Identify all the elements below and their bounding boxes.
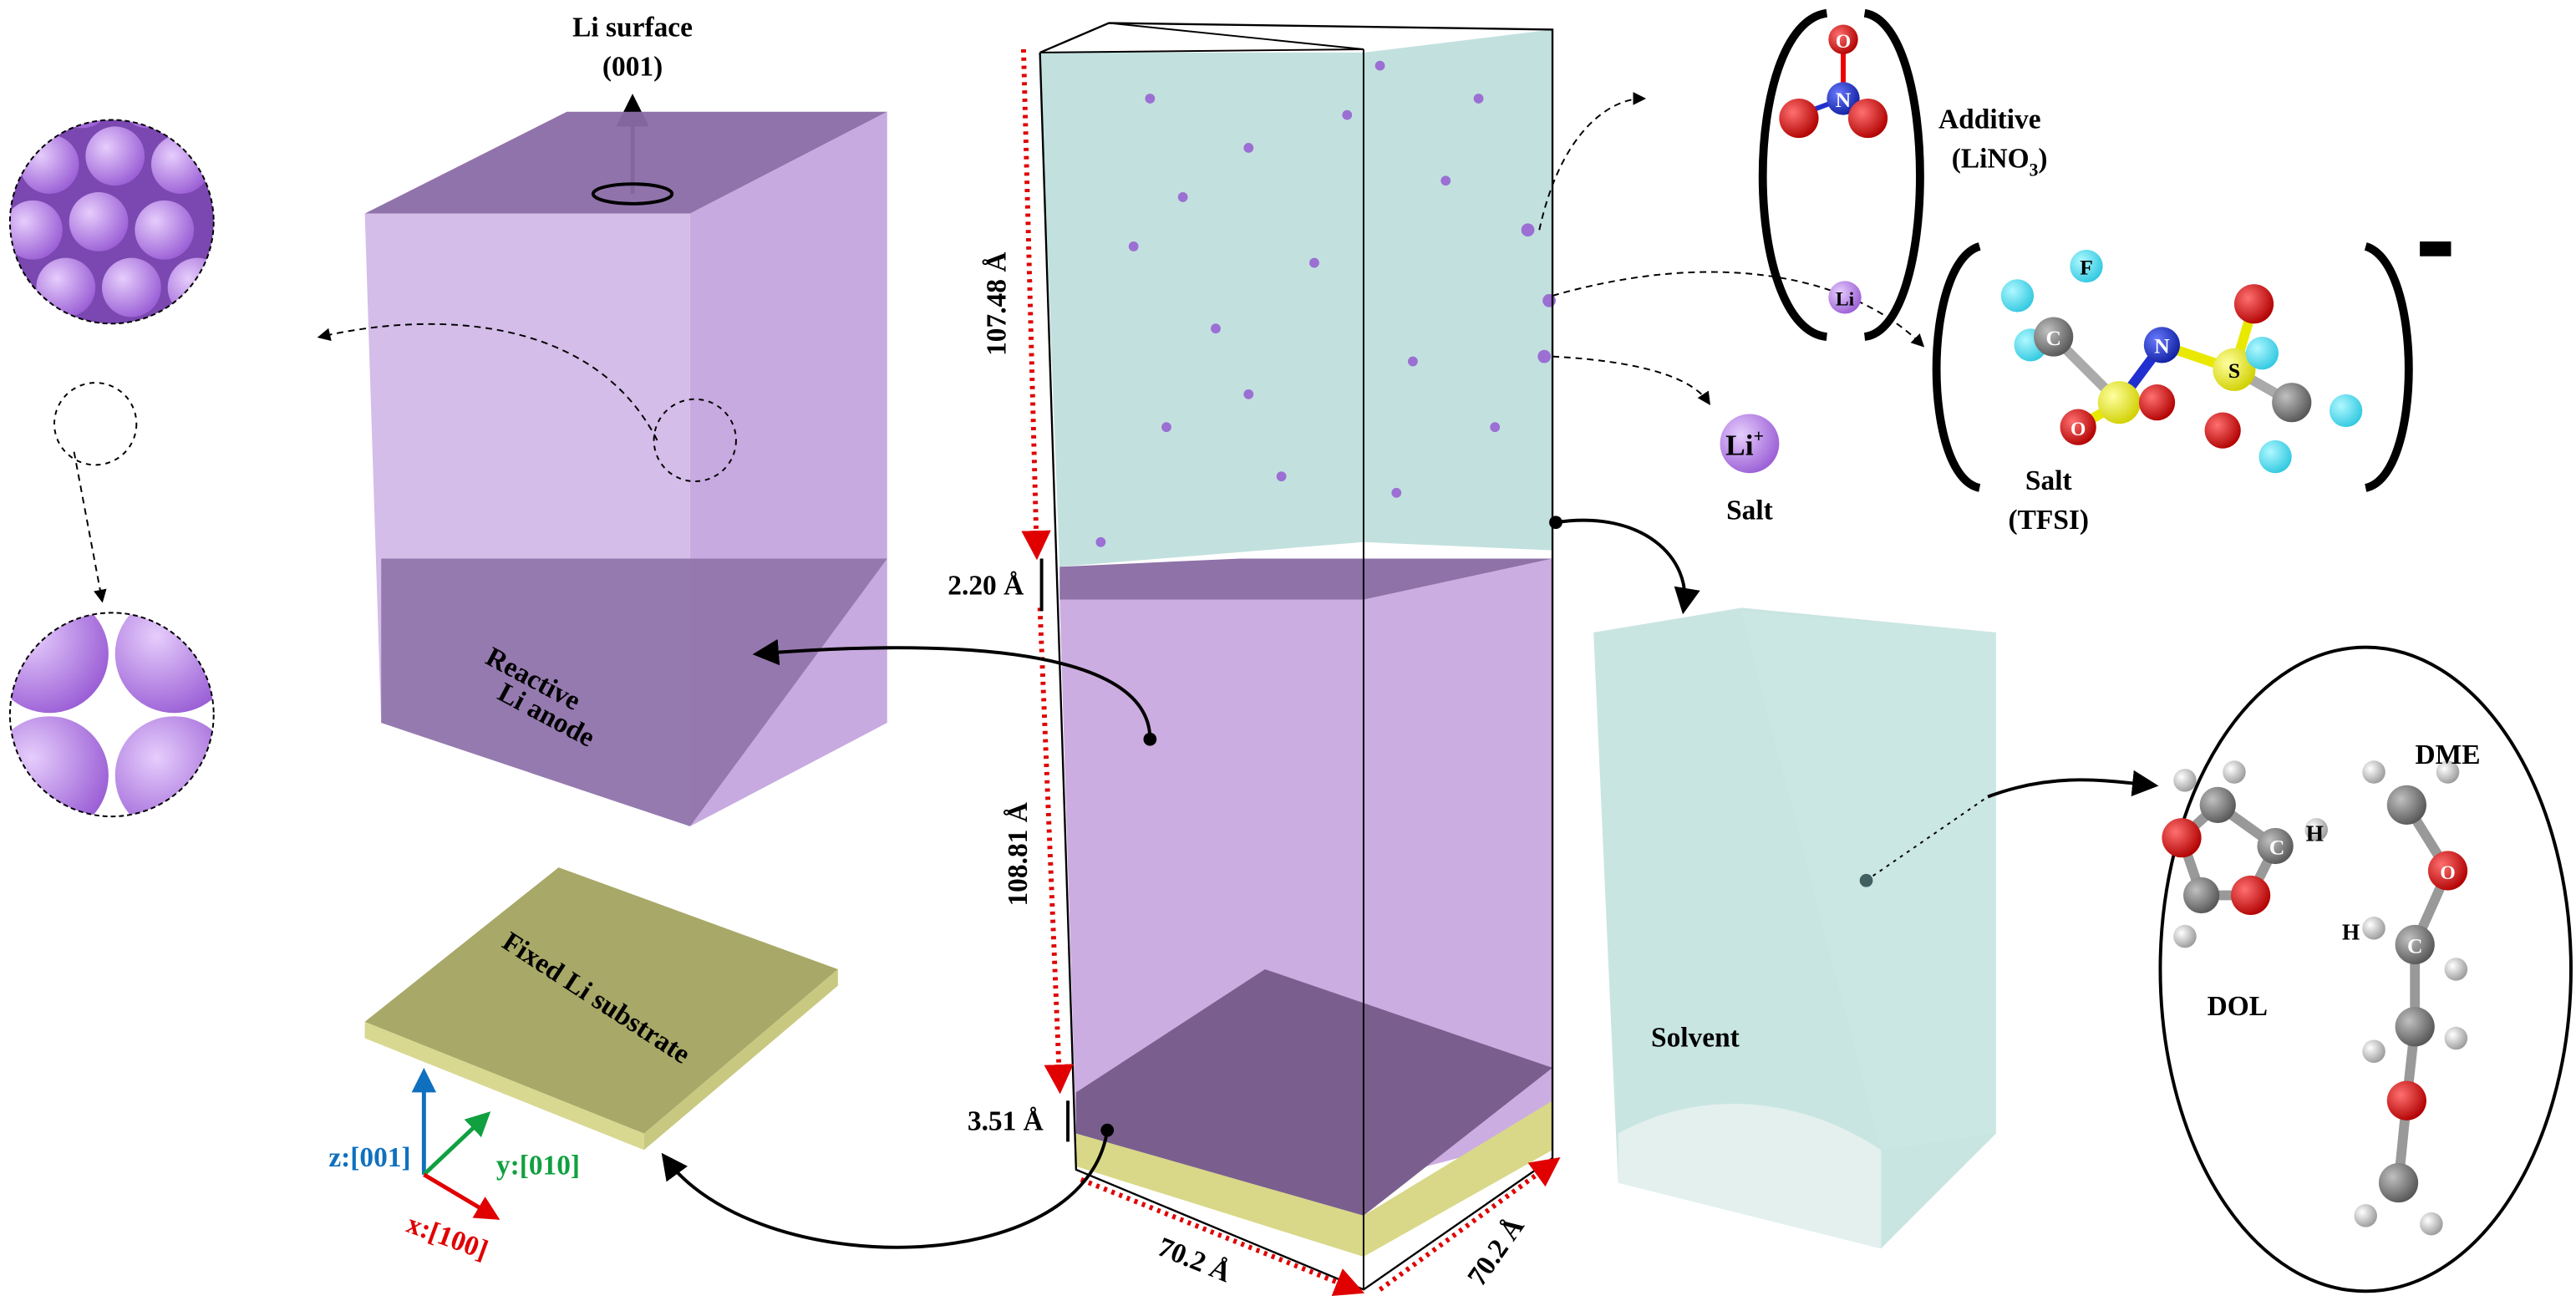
li-bcc-unit-zoom-circle: Li — [8, 612, 215, 818]
dol-atom-c-label: C — [2269, 835, 2284, 859]
solvent-label: Solvent — [1651, 1022, 1740, 1053]
simulation-cell: 107.48 Å 2.20 Å 108.81 Å 3.51 Å 70.2 Å 7… — [948, 22, 1561, 1296]
dim-x-label: 70.2 Å — [1153, 1232, 1235, 1288]
salt-tfsi-label-2: (TFSI) — [2009, 505, 2090, 536]
dol-label: DOL — [2208, 991, 2268, 1022]
zoom-connector-2 — [73, 451, 107, 603]
dim-y-label: 70.2 Å — [1461, 1212, 1530, 1292]
atom-f-label: F — [2080, 255, 2093, 279]
tfsi-anion-molecule: F C N S O Salt (TFSI) — [1932, 241, 2452, 536]
li-ion: Li+ Salt — [1720, 414, 1780, 526]
atom-h-label: H — [2306, 821, 2324, 846]
electrolyte-region — [1039, 29, 1553, 567]
solvent-connector — [1555, 518, 1700, 615]
atom-c-label: C — [2045, 326, 2060, 350]
atom-n-label: N — [1836, 88, 1852, 112]
atom-o-label: O — [1836, 31, 1851, 53]
atom-li-label: Li — [1836, 289, 1855, 311]
atom-s-label: S — [2228, 358, 2240, 383]
reactive-li-anode-box: Reactive Li anode — [364, 111, 887, 826]
additive-formula: (LiNO3) — [1952, 144, 2048, 180]
li-atom-label: Li — [97, 699, 126, 734]
li-ion-connector — [1552, 355, 1710, 405]
dme-atom-c-label: C — [2407, 933, 2422, 958]
additive-lino3-molecule: O N Li Additive (LiNO3) — [1758, 8, 2048, 341]
dme-atom-h-label: H — [2342, 919, 2360, 945]
dim-anode-label: 108.81 Å — [1003, 802, 1034, 906]
li-surface-text: Li surface — [572, 12, 693, 43]
additive-connector — [1538, 92, 1647, 231]
axis-y-label: y:[010] — [496, 1151, 580, 1181]
li-lattice-zoom-circle — [8, 119, 215, 466]
additive-label: Additive — [1938, 104, 2041, 135]
dme-label: DME — [2416, 739, 2481, 770]
salt-tfsi-label-1: Salt — [2025, 465, 2072, 496]
axis-x-label: x:[100] — [403, 1208, 492, 1266]
anode-bottom-surface — [1075, 968, 1553, 1216]
substrate-connector — [661, 1130, 1110, 1249]
dim-substrate-label: 3.51 Å — [968, 1106, 1044, 1137]
solvent-molecules-ellipse: DME DOL H C C O H — [2158, 645, 2573, 1293]
fixed-li-substrate-slab: Fixed Li substrate — [364, 867, 838, 1151]
tfsi-atom-n-label: N — [2154, 334, 2170, 358]
dme-atom-o-label: O — [2440, 862, 2455, 884]
salt-label: Salt — [1726, 495, 1773, 526]
li-ion-label: Li+ — [1725, 426, 1764, 462]
substrate-region — [1075, 1100, 1553, 1258]
dim-electrolyte-label: 107.48 Å — [981, 252, 1012, 356]
li-surface-plane-text: (001) — [602, 51, 663, 82]
tfsi-atom-o-label: O — [2070, 419, 2086, 440]
dim-gap-label: 2.20 Å — [948, 571, 1024, 602]
anode-connector — [752, 638, 1152, 739]
negative-charge-icon — [2420, 241, 2452, 257]
solvent-block: Solvent — [1593, 607, 2159, 1249]
anode-top-surface — [1059, 558, 1553, 600]
axis-z-label: z:[001] — [328, 1142, 410, 1173]
li-surface-label: Li surface (001) — [572, 12, 693, 194]
